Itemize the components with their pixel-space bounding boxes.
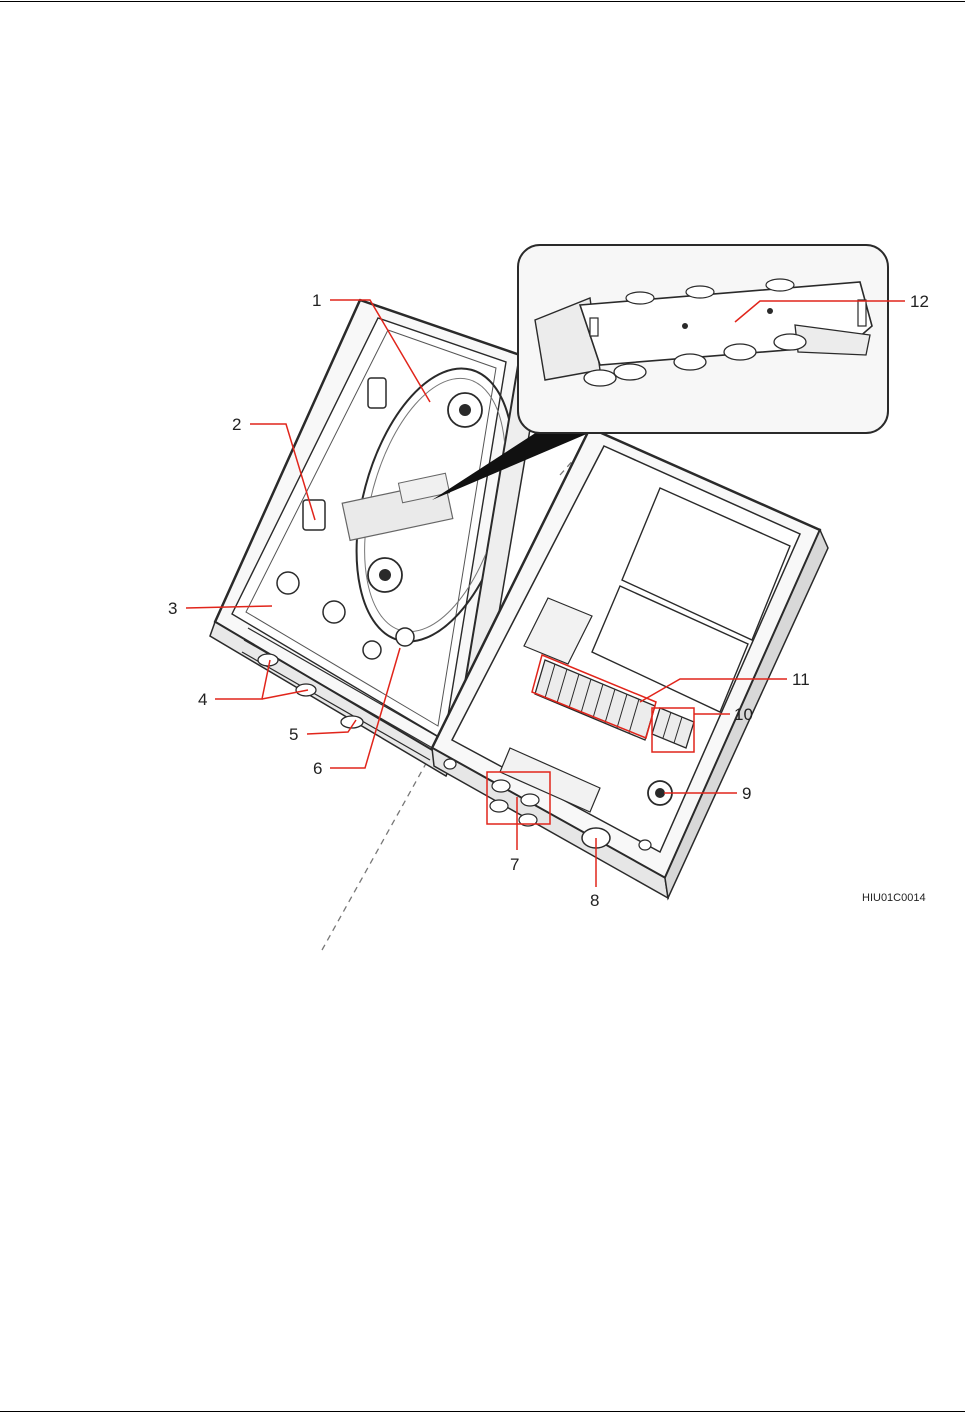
hinge-axis-dashed-line <box>322 742 438 950</box>
callout-12: 12 <box>910 292 929 311</box>
callout-2: 2 <box>232 415 241 434</box>
callout-4: 4 <box>198 690 207 709</box>
callout-6: 6 <box>313 759 322 778</box>
splice-tray-inset <box>518 245 888 433</box>
callout-11: 11 <box>792 670 810 689</box>
callout-7: 7 <box>510 855 519 874</box>
callout-1: 1 <box>312 291 321 310</box>
callout-9: 9 <box>742 784 751 803</box>
callout-5: 5 <box>289 725 298 744</box>
callout-3: 3 <box>168 599 177 618</box>
callout-8: 8 <box>590 891 599 910</box>
figure-code: HIU01C0014 <box>862 892 926 904</box>
callout-10: 10 <box>734 705 753 724</box>
